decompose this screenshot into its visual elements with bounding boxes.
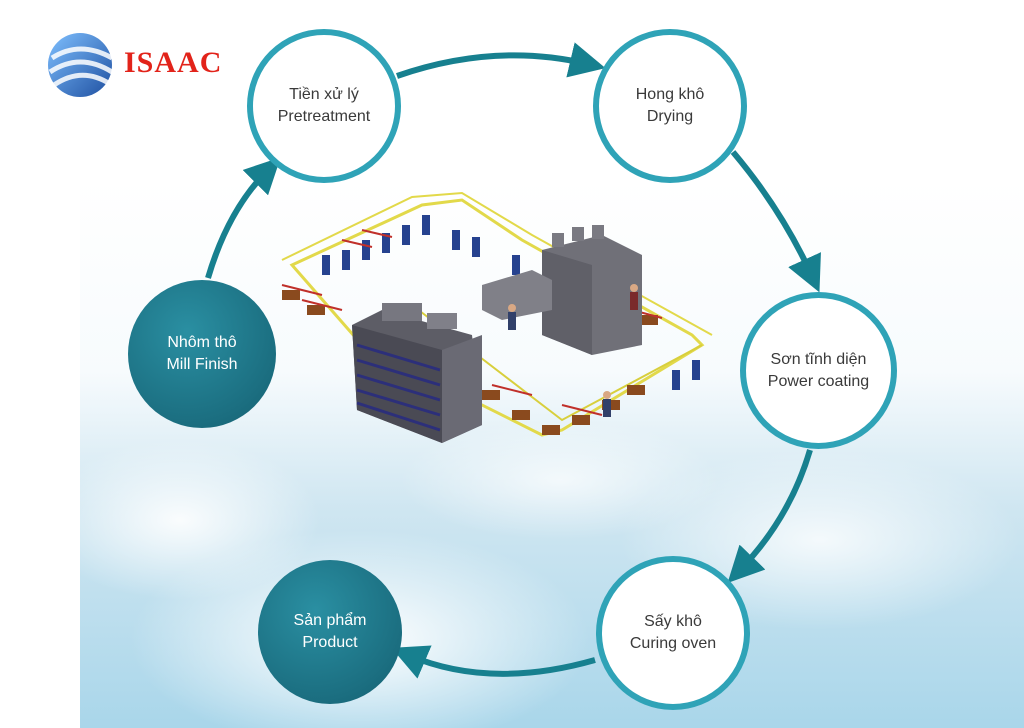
node-pretreatment-vi: Tiền xử lý [289, 86, 359, 103]
node-coating-en: Power coating [767, 372, 870, 390]
brand-name: ISAAC [124, 46, 223, 79]
node-drying: Hong khô Drying [593, 29, 747, 183]
globe-swirl-icon [48, 33, 114, 97]
node-drying-en: Drying [646, 108, 694, 125]
node-mill-vi: Nhôm thô [167, 334, 237, 351]
node-coating: Sơn tĩnh diện Power coating [740, 292, 897, 449]
arrow-drying-to-coating [730, 150, 821, 293]
powder-coating-plant-illustration [281, 191, 713, 443]
brand-logo [42, 28, 232, 103]
node-pretreatment-en: Pretreatment [277, 108, 371, 125]
arrow-mill-to-pretreatment [205, 157, 281, 279]
arrow-coating-to-curing [727, 449, 813, 583]
node-mill-finish: Nhôm thô Mill Finish [128, 280, 276, 428]
node-product-en: Product [302, 634, 358, 651]
node-curing-vi: Sấy khô [644, 613, 702, 630]
node-product: Sản phẩm Product [258, 560, 402, 704]
node-curing-en: Curing oven [629, 635, 717, 652]
arrow-pretreatment-to-drying [396, 42, 606, 79]
node-curing: Sấy khô Curing oven [596, 556, 750, 710]
node-drying-vi: Hong khô [635, 86, 705, 103]
node-product-vi: Sản phẩm [293, 612, 367, 629]
node-coating-vi: Sơn tĩnh diện [770, 350, 867, 368]
node-mill-en: Mill Finish [166, 356, 238, 373]
arrow-curing-to-product [391, 645, 596, 679]
node-pretreatment: Tiền xử lý Pretreatment [247, 29, 401, 183]
